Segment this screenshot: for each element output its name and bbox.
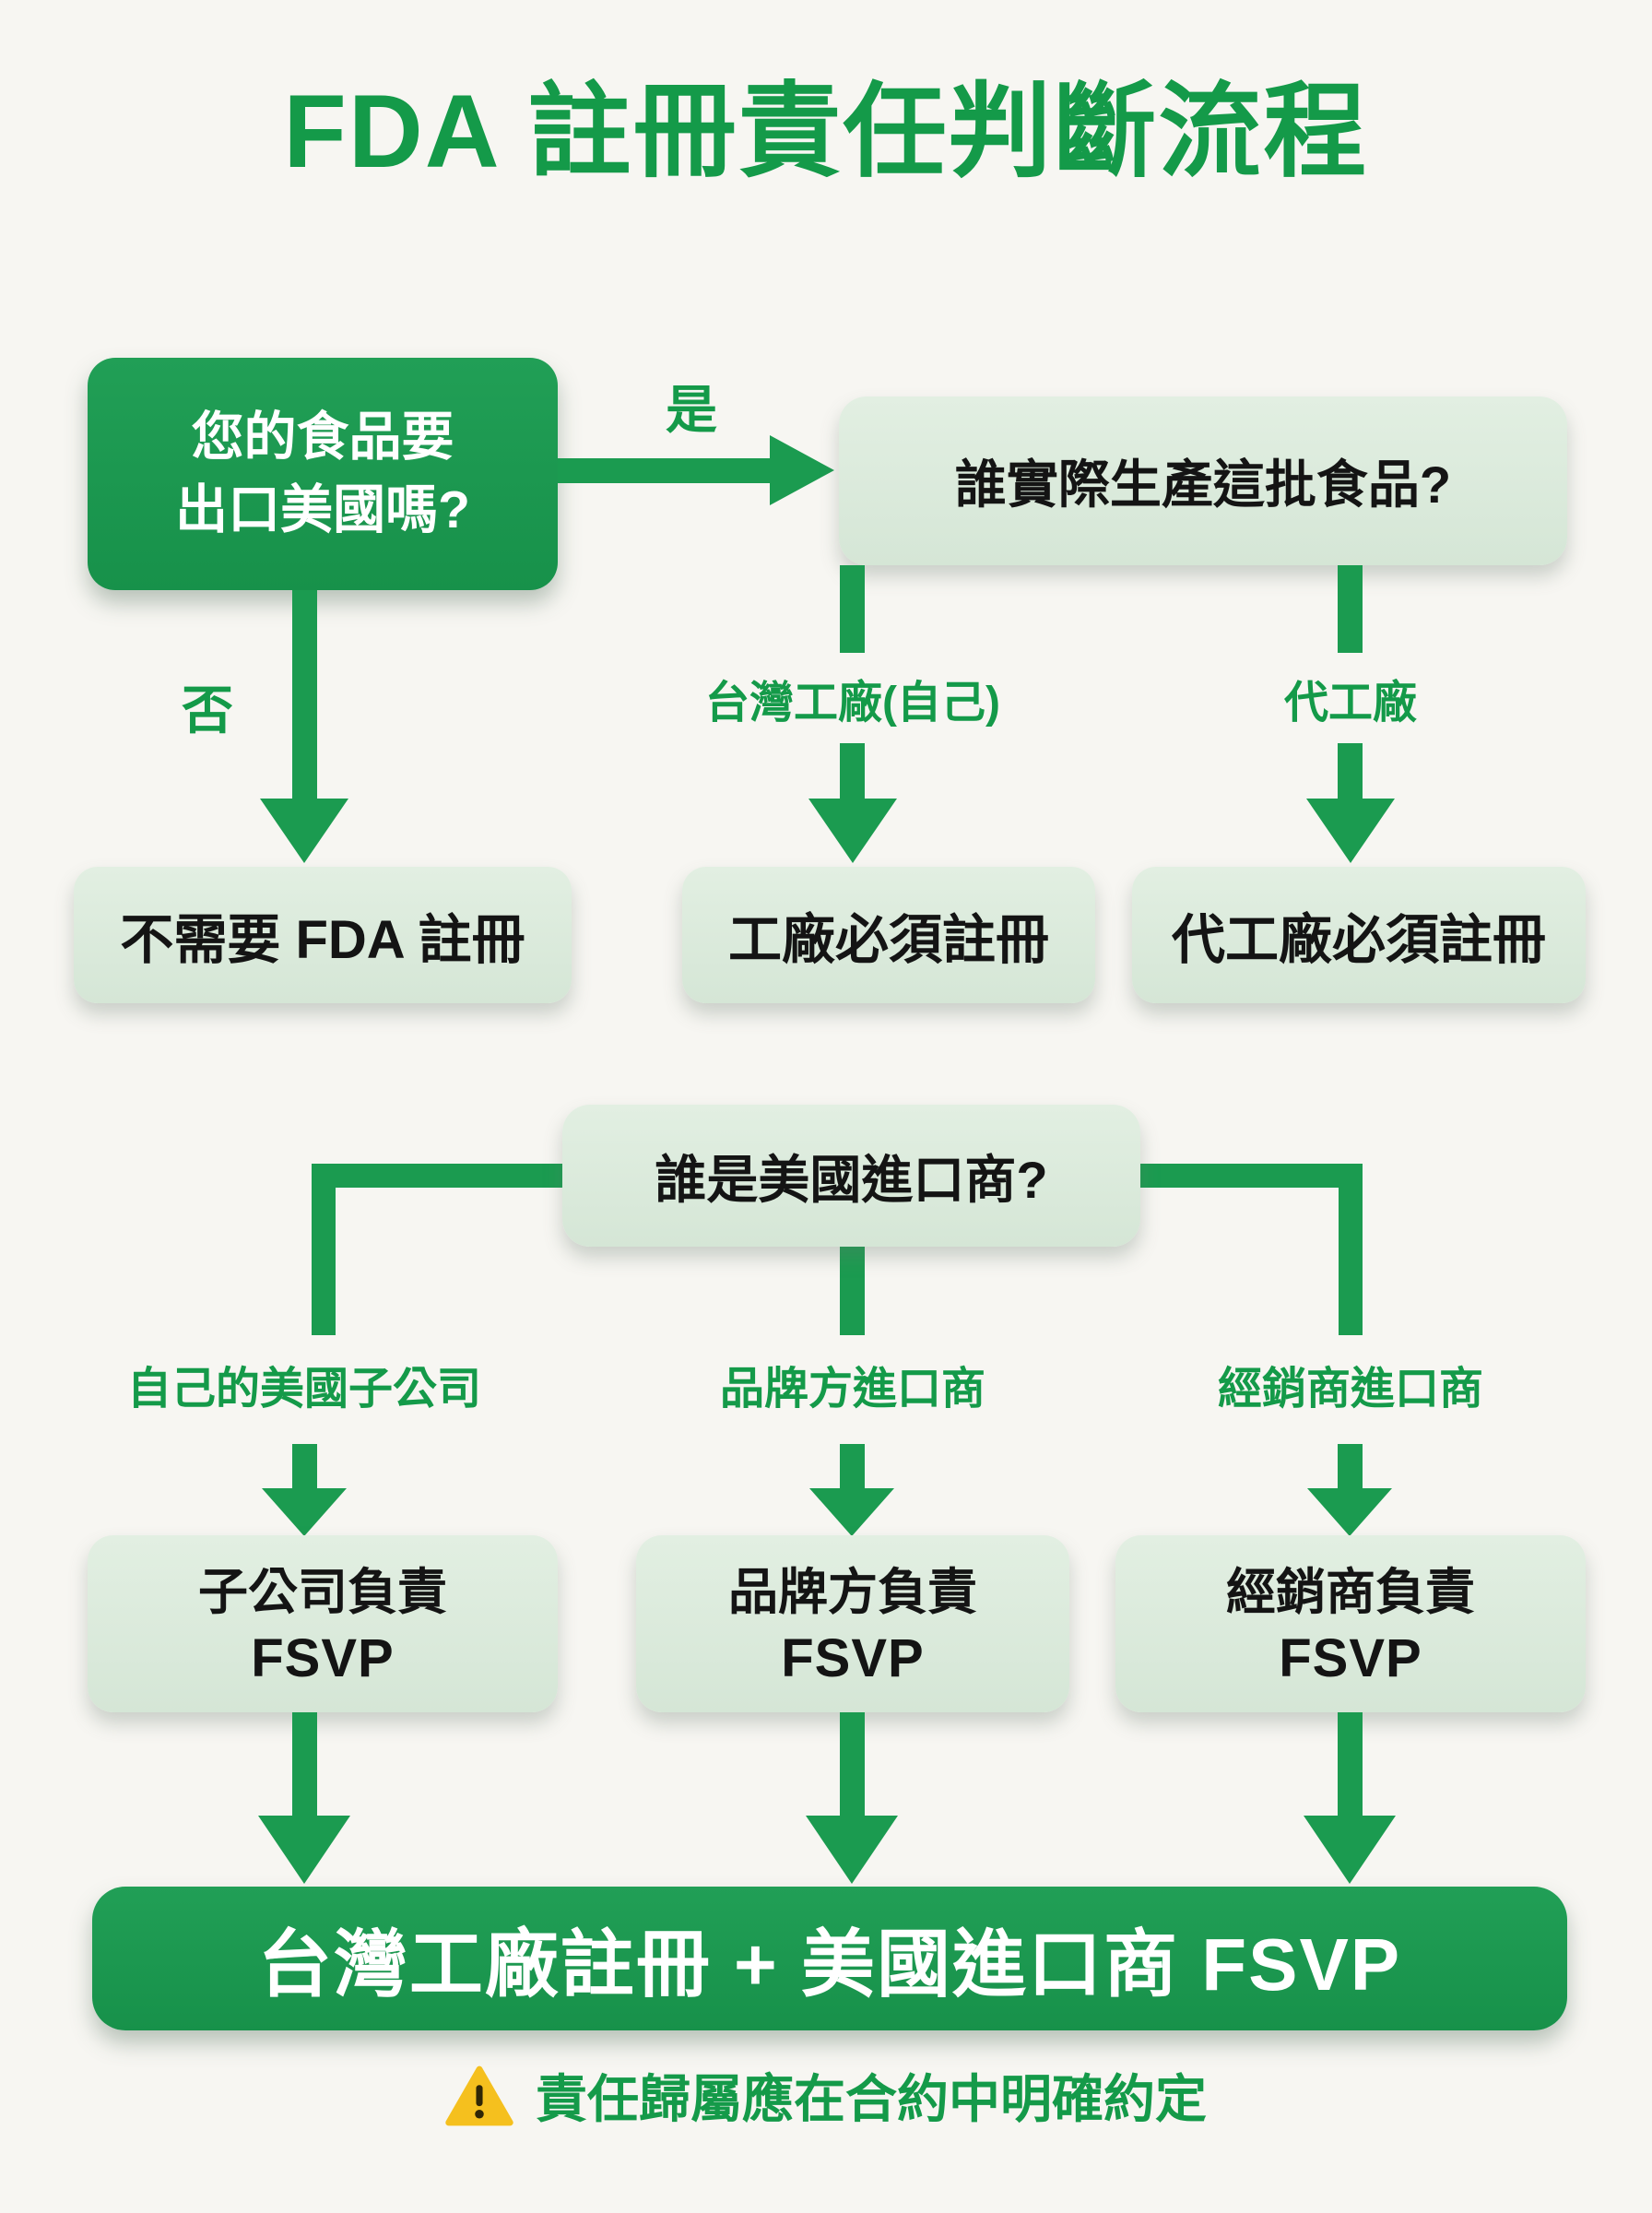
producer-question-text: 誰實際生產這批食品? bbox=[954, 456, 1452, 514]
distributor-arrow-head-icon bbox=[1307, 1488, 1392, 1536]
conclusion-text: 台灣工廠註冊 + 美國進口商 FSVP bbox=[257, 1923, 1402, 2006]
contract-factory-arrow-head-icon bbox=[1306, 799, 1395, 863]
subsidiary-fsvp-line1: 子公司負責 bbox=[198, 1564, 447, 1620]
contract-factory-arrow-shaft bbox=[1338, 743, 1363, 800]
no-label: 否 bbox=[182, 681, 233, 740]
result-factory-register-box: 工廠必須註冊 bbox=[682, 867, 1095, 1003]
subsidiary-fsvp-line2: FSVP bbox=[251, 1628, 395, 1689]
brand-arrow-shaft bbox=[840, 1444, 865, 1488]
result-no-registration-text: 不需要 FDA 註冊 bbox=[120, 910, 525, 970]
own-factory-label: 台灣工廠(自己) bbox=[705, 679, 1000, 728]
importer-question-text: 誰是美國進口商? bbox=[655, 1150, 1048, 1209]
importer-right-connector bbox=[1339, 1164, 1363, 1335]
start-question-box: 您的食品要 出口美國嗎? bbox=[88, 358, 558, 590]
conclusion-arrow-left-head-icon bbox=[258, 1816, 350, 1884]
yes-label: 是 bbox=[666, 381, 717, 439]
brand-arrow-head-icon bbox=[809, 1488, 894, 1536]
own-factory-arrow-head-icon bbox=[808, 799, 897, 863]
distributor-arrow-shaft bbox=[1338, 1444, 1363, 1488]
footer-note: 責任歸屬應在合約中明確約定 bbox=[0, 2058, 1652, 2133]
distributor-branch-label: 經銷商進口商 bbox=[1217, 1365, 1483, 1414]
result-no-registration-box: 不需要 FDA 註冊 bbox=[74, 867, 572, 1003]
no-arrow-head-icon bbox=[260, 799, 348, 863]
subsidiary-arrow-shaft bbox=[292, 1444, 317, 1488]
conclusion-arrow-left-shaft bbox=[292, 1712, 317, 1816]
result-factory-register-text: 工廠必須註冊 bbox=[727, 910, 1049, 970]
distributor-fsvp-line2: FSVP bbox=[1279, 1628, 1422, 1689]
brand-fsvp-line1: 品牌方負責 bbox=[728, 1564, 977, 1620]
importer-question-box: 誰是美國進口商? bbox=[562, 1105, 1140, 1247]
subsidiary-arrow-head-icon bbox=[262, 1488, 347, 1536]
yes-arrow-head-icon bbox=[770, 435, 834, 505]
own-factory-arrow-shaft bbox=[840, 743, 865, 800]
importer-center-connector bbox=[840, 1247, 865, 1335]
brand-fsvp-box: 品牌方負責 FSVP bbox=[636, 1535, 1069, 1712]
warning-triangle-icon bbox=[445, 2065, 513, 2127]
contract-factory-connector bbox=[1338, 565, 1363, 653]
distributor-fsvp-box: 經銷商負責 FSVP bbox=[1115, 1535, 1586, 1712]
own-factory-connector bbox=[840, 565, 865, 653]
brand-branch-label: 品牌方進口商 bbox=[719, 1365, 985, 1414]
no-arrow-shaft bbox=[292, 590, 317, 800]
start-question-line1: 您的食品要 bbox=[191, 408, 454, 467]
start-question-line2: 出口美國嗎? bbox=[175, 480, 470, 539]
conclusion-arrow-center-head-icon bbox=[806, 1816, 898, 1884]
conclusion-arrow-right-shaft bbox=[1338, 1712, 1363, 1816]
subsidiary-fsvp-box: 子公司負責 FSVP bbox=[88, 1535, 558, 1712]
distributor-fsvp-line1: 經銷商負責 bbox=[1226, 1564, 1475, 1620]
footer-note-text: 責任歸屬應在合約中明確約定 bbox=[536, 2070, 1207, 2128]
producer-question-box: 誰實際生產這批食品? bbox=[839, 396, 1567, 565]
brand-fsvp-line2: FSVP bbox=[781, 1628, 925, 1689]
conclusion-arrow-center-shaft bbox=[840, 1712, 865, 1816]
page-title: FDA 註冊責任判斷流程 bbox=[283, 74, 1369, 189]
conclusion-bar: 台灣工廠註冊 + 美國進口商 FSVP bbox=[92, 1887, 1567, 2030]
importer-left-connector bbox=[312, 1164, 336, 1335]
result-contract-register-text: 代工廠必須註冊 bbox=[1171, 910, 1546, 970]
conclusion-arrow-right-head-icon bbox=[1304, 1816, 1396, 1884]
yes-arrow-shaft bbox=[558, 458, 774, 483]
contract-factory-label: 代工廠 bbox=[1283, 679, 1417, 728]
subsidiary-branch-label: 自己的美國子公司 bbox=[126, 1365, 481, 1414]
result-contract-register-box: 代工廠必須註冊 bbox=[1132, 867, 1586, 1003]
